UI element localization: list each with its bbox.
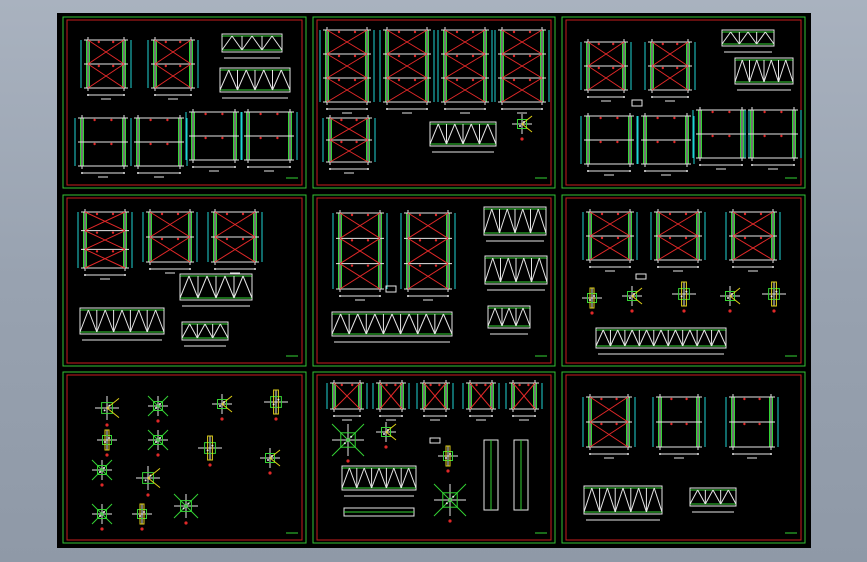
connection-detail bbox=[95, 396, 120, 427]
frame-elevation bbox=[652, 394, 706, 459]
frame-elevation bbox=[142, 209, 198, 274]
truss-elevation bbox=[483, 206, 547, 242]
frame-elevation bbox=[644, 39, 696, 102]
truss-elevation bbox=[181, 321, 229, 347]
frame-elevation bbox=[582, 394, 636, 459]
truss-elevation bbox=[583, 485, 663, 521]
sheet-5-content bbox=[331, 206, 548, 343]
frame-elevation bbox=[332, 210, 388, 301]
sheet-9-content bbox=[582, 394, 779, 521]
connection-detail bbox=[91, 459, 113, 487]
frame-elevation bbox=[400, 210, 456, 301]
frame-elevation bbox=[207, 209, 263, 274]
frame-elevation bbox=[319, 27, 375, 114]
frame-elevation bbox=[725, 209, 781, 272]
truss-elevation bbox=[219, 67, 291, 99]
drawing-sheet-2[interactable] bbox=[312, 16, 556, 189]
connection-detail bbox=[582, 287, 602, 315]
frame-elevation bbox=[185, 109, 243, 172]
truss-elevation bbox=[595, 327, 727, 355]
connection-detail bbox=[762, 281, 786, 313]
frame-elevation bbox=[494, 27, 550, 114]
connection-detail bbox=[672, 281, 696, 313]
truss-elevation bbox=[429, 121, 497, 153]
connection-detail bbox=[97, 429, 117, 457]
frame-elevation bbox=[74, 115, 132, 178]
drawing-sheet-9[interactable] bbox=[561, 371, 806, 544]
frame-elevation bbox=[650, 209, 706, 272]
connection-detail bbox=[132, 503, 152, 531]
truss-elevation bbox=[79, 307, 165, 341]
frame-elevation bbox=[80, 37, 132, 100]
connection-detail bbox=[198, 435, 222, 467]
sheet-8-content bbox=[326, 380, 543, 523]
frame-elevation bbox=[725, 394, 779, 459]
frame-elevation bbox=[130, 115, 188, 178]
frame-elevation bbox=[416, 380, 454, 421]
truss-elevation bbox=[221, 33, 283, 59]
connection-detail bbox=[147, 395, 169, 423]
connection-detail bbox=[376, 422, 397, 449]
drawing-sheet-6[interactable] bbox=[561, 194, 806, 367]
frame-elevation bbox=[437, 27, 493, 114]
frame-elevation bbox=[379, 27, 435, 114]
truss-elevation bbox=[341, 465, 417, 497]
connection-detail bbox=[260, 448, 281, 475]
connection-detail bbox=[512, 114, 533, 141]
connection-detail bbox=[622, 286, 643, 313]
connection-detail bbox=[264, 389, 288, 421]
sheet-6-content bbox=[582, 209, 786, 355]
frame-elevation bbox=[692, 107, 750, 170]
frame-elevation bbox=[505, 380, 543, 421]
connection-detail bbox=[433, 483, 467, 523]
truss-elevation bbox=[734, 57, 794, 91]
truss-elevation bbox=[484, 255, 548, 291]
frame-elevation bbox=[240, 109, 298, 172]
drawing-sheet-4[interactable] bbox=[62, 194, 307, 367]
connection-detail bbox=[720, 286, 741, 313]
frame-elevation bbox=[637, 113, 695, 176]
frame-elevation bbox=[147, 37, 199, 100]
truss-elevation bbox=[689, 487, 737, 513]
connection-detail bbox=[136, 466, 161, 497]
frame-elevation bbox=[580, 39, 632, 102]
connection-detail bbox=[173, 493, 199, 525]
frame-elevation bbox=[326, 380, 368, 421]
connection-detail bbox=[438, 445, 458, 473]
cad-drawing-viewport[interactable] bbox=[57, 13, 811, 548]
drawing-sheet-7[interactable] bbox=[62, 371, 307, 544]
truss-elevation bbox=[179, 273, 253, 307]
frame-elevation bbox=[462, 380, 500, 421]
cad-drawing-canvas[interactable] bbox=[57, 13, 811, 548]
sheet-7-content bbox=[91, 389, 288, 531]
frame-elevation bbox=[372, 380, 410, 421]
sheet-2-content bbox=[319, 27, 550, 174]
sheet-3-content bbox=[580, 29, 802, 176]
drawing-sheet-3[interactable] bbox=[561, 16, 806, 189]
frame-elevation bbox=[322, 115, 376, 174]
truss-elevation bbox=[331, 311, 453, 343]
connection-detail bbox=[147, 429, 169, 457]
connection-detail bbox=[91, 503, 113, 531]
connection-detail bbox=[212, 394, 233, 421]
frame-elevation bbox=[580, 113, 638, 176]
frame-elevation bbox=[744, 107, 802, 170]
sheet-4-content bbox=[77, 209, 263, 347]
frame-elevation bbox=[77, 209, 133, 280]
sheet-1-content bbox=[74, 33, 298, 178]
truss-elevation bbox=[487, 305, 531, 335]
drawing-sheet-5[interactable] bbox=[312, 194, 556, 367]
frame-elevation bbox=[582, 209, 638, 272]
drawing-sheet-8[interactable] bbox=[312, 371, 556, 544]
truss-elevation bbox=[721, 29, 775, 53]
drawing-sheet-1[interactable] bbox=[62, 16, 307, 189]
connection-detail bbox=[331, 423, 365, 463]
